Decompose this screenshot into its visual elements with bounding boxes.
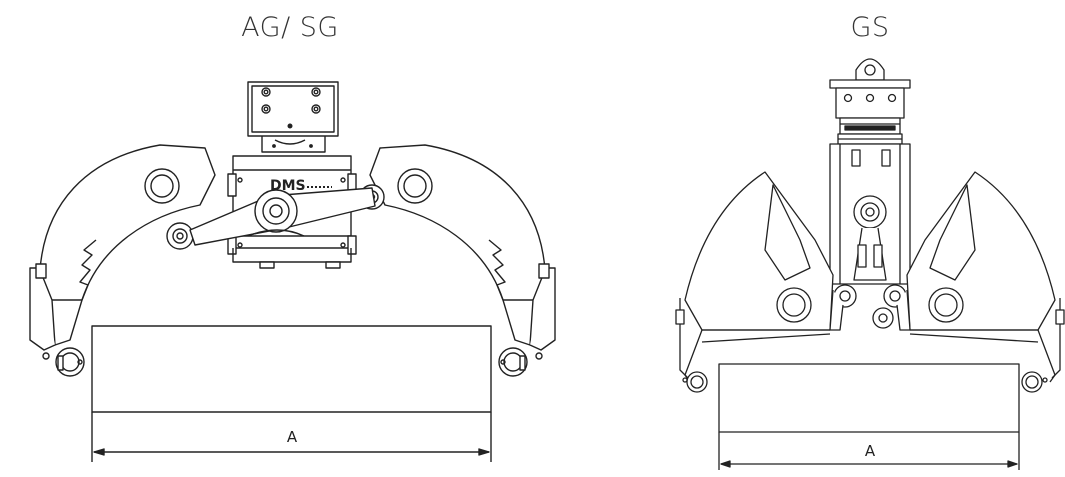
- rotator-head: [247, 81, 339, 153]
- mast: [829, 143, 911, 285]
- brand-logo: DMS: [270, 178, 306, 194]
- grapple-drawing-gs: [675, 58, 1065, 470]
- grapple-drawing-ag-sg: DMS: [29, 81, 556, 462]
- dimension-label-a-ag-sg: A: [286, 428, 298, 446]
- left-jaw: [29, 144, 216, 377]
- right-jaw: [359, 144, 556, 377]
- lower-linkage: [829, 284, 911, 331]
- diagram-ag-sg: AG/ SG: [29, 12, 556, 462]
- dimension-label-a-gs: A: [864, 442, 876, 460]
- link-arm: [189, 187, 376, 246]
- diagram-gs: GS: [640, 0, 1065, 477]
- diagram-title-ag-sg: AG/ SG: [241, 12, 339, 43]
- left-bucket: [675, 171, 834, 393]
- rotator: [835, 87, 905, 145]
- dimension-line-ag-sg: [91, 412, 492, 462]
- dimension-line-gs: [718, 432, 1020, 470]
- diagram-title-gs: GS: [850, 12, 890, 43]
- hook-eye: [829, 58, 911, 89]
- right-bucket: [906, 171, 1065, 393]
- load-block: [91, 325, 492, 413]
- load-block-gs: [718, 363, 1020, 433]
